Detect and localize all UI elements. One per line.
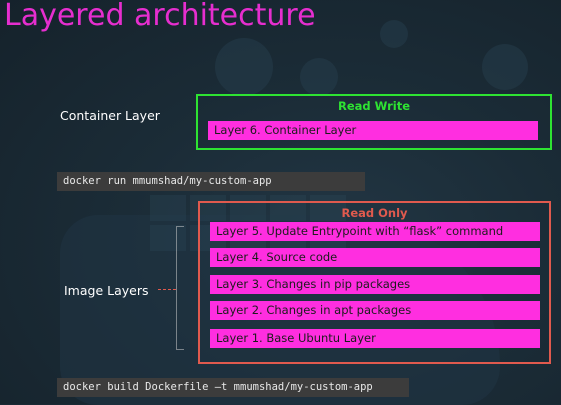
docker-build-command: docker build Dockerfile –t mmumshad/my-c… (57, 378, 409, 397)
image-layers-connector (158, 289, 176, 290)
layer-4-source-code: Layer 4. Source code (210, 248, 540, 267)
read-write-heading: Read Write (337, 99, 411, 113)
layer-6-container: Layer 6. Container Layer (208, 121, 538, 140)
layer-5-entrypoint: Layer 5. Update Entrypoint with “flask” … (210, 222, 540, 241)
layer-1-base-ubuntu: Layer 1. Base Ubuntu Layer (210, 329, 540, 348)
docker-run-command: docker run mmumshad/my-custom-app (57, 172, 365, 191)
image-layers-label: Image Layers (64, 283, 149, 298)
container-layer-label: Container Layer (60, 108, 160, 123)
read-write-group: Read Write Layer 6. Container Layer (196, 94, 552, 150)
background-bubble (380, 20, 408, 48)
background-bubble (215, 38, 273, 96)
page-title: Layered architecture (4, 0, 316, 33)
layer-3-pip-packages: Layer 3. Changes in pip packages (210, 275, 540, 294)
read-only-group: Read Only Layer 5. Update Entrypoint wit… (198, 201, 551, 364)
image-layers-bracket (176, 226, 184, 350)
read-only-heading: Read Only (341, 206, 408, 220)
background-bubble (300, 58, 338, 96)
layer-2-apt-packages: Layer 2. Changes in apt packages (210, 301, 540, 320)
background-bubble (482, 44, 528, 90)
